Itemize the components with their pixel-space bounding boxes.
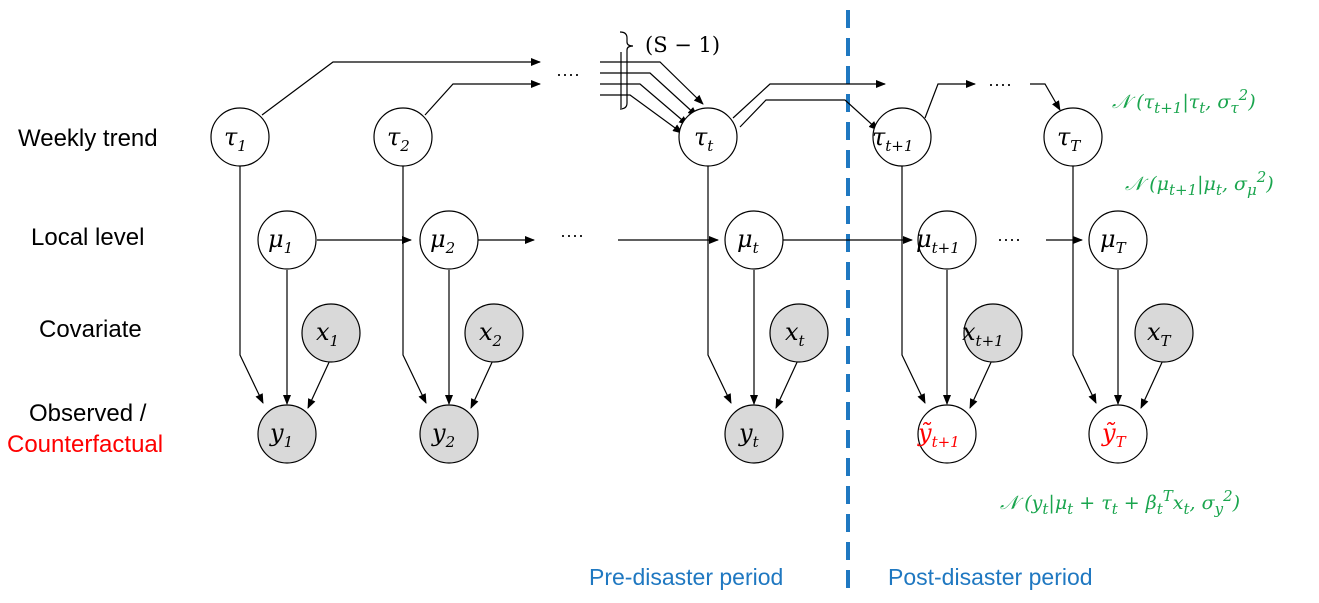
svg-text:μT: μT (1100, 225, 1127, 257)
edge-to-tauT (1030, 83, 1061, 111)
node-tau-2: τ2 (373, 107, 433, 167)
node-y-t: yt (724, 404, 784, 464)
formula-y: 𝒩 (yt|μt + τt + βtTxt, σy2) (1000, 487, 1240, 518)
svg-text:𝒩 (τt+1|τt, στ2): 𝒩 (τt+1|τt, στ2) (1112, 86, 1256, 117)
svg-text:y1: y1 (269, 419, 293, 451)
formula-tau: 𝒩 (τt+1|τt, στ2) (1112, 86, 1256, 117)
node-tau-1: τ1 (210, 107, 270, 167)
edge-taut-to-taut1 (739, 99, 879, 131)
edge-tauT-yT (1072, 165, 1097, 404)
row-label-counterfactual: Counterfactual (7, 431, 163, 458)
edge-tau2-y2 (402, 165, 427, 404)
svg-text:τ2: τ2 (387, 123, 410, 155)
svg-text:μ2: μ2 (430, 225, 455, 257)
node-tau-t: τt (678, 107, 738, 167)
row-label-observed: Observed / (29, 400, 147, 427)
edge-xt-yt (775, 357, 800, 409)
node-x-2: x2 (464, 303, 524, 363)
node-x-t1: xt+1 (962, 303, 1023, 363)
node-tau-T: τT (1043, 107, 1103, 167)
svg-text:yt: yt (738, 419, 760, 451)
edge-to-taut-4 (600, 94, 683, 134)
season-label: (S − 1) (645, 33, 720, 57)
formula-mu: 𝒩 (μt+1|μt, σμ2) (1125, 168, 1274, 199)
period-label-pre: Pre-disaster period (589, 564, 783, 590)
svg-text:ỹt+1: ỹt+1 (917, 419, 960, 451)
svg-text:xt+1: xt+1 (962, 318, 1004, 350)
node-mu-1: μ1 (257, 210, 317, 270)
edge-taut-yt (707, 165, 732, 404)
svg-text:𝒩 (yt|μt + τt + βtTxt, σy2): 𝒩 (yt|μt + τt + βtTxt, σy2) (1000, 487, 1240, 518)
node-mu-2: μ2 (419, 210, 479, 270)
svg-text:τt+1: τt+1 (872, 123, 913, 155)
period-label-post: Post-disaster period (888, 564, 1093, 590)
edge-to-taut-3 (600, 83, 689, 126)
node-y-1: y1 (257, 404, 317, 464)
edge-xt1-yt1 (969, 357, 994, 409)
edge-x1-y1 (307, 357, 332, 409)
edge-taut1-forward (924, 80, 976, 119)
node-tau-t1: τt+1 (872, 107, 932, 167)
svg-text:𝒩 (μt+1|μt, σμ2): 𝒩 (μt+1|μt, σμ2) (1125, 168, 1274, 199)
svg-text:μ1: μ1 (268, 225, 293, 257)
svg-text:μt: μt (737, 225, 760, 257)
seasonal-edges (261, 31, 1061, 134)
node-mu-T: μT (1088, 210, 1148, 270)
ellipsis-trend-pre: ···· (556, 64, 580, 84)
ellipsis-level-post: ···· (997, 229, 1021, 249)
node-mu-t: μt (724, 210, 784, 270)
edge-tau2-forward (424, 80, 541, 116)
svg-text:xt: xt (785, 318, 806, 350)
edge-taut1-yt1 (901, 165, 926, 404)
edge-xT-yT (1140, 357, 1165, 409)
svg-text:τ1: τ1 (224, 123, 247, 155)
edge-taut-forward (732, 80, 886, 119)
node-y-2: y2 (419, 404, 479, 464)
ellipsis-trend-post: ···· (988, 74, 1012, 94)
edge-to-taut-2 (600, 72, 698, 117)
edge-tau1-y1 (239, 165, 264, 404)
node-mu-t1: μt+1 (916, 210, 977, 270)
ellipsis-level-pre: ···· (560, 225, 584, 245)
node-x-T: xT (1134, 303, 1194, 363)
svg-text:x2: x2 (479, 318, 502, 350)
svg-text:τt: τt (694, 123, 714, 155)
node-y-counterfactual-t1: ỹt+1 (917, 404, 977, 464)
node-x-t: xt (769, 303, 829, 363)
svg-text:xT: xT (1147, 318, 1172, 350)
svg-text:x1: x1 (316, 318, 339, 350)
svg-text:τT: τT (1057, 123, 1081, 155)
season-brace (619, 31, 634, 110)
node-y-counterfactual-T: ỹT (1088, 404, 1148, 464)
svg-text:y2: y2 (431, 419, 455, 451)
edge-to-taut-1 (600, 61, 704, 105)
row-label-local-level: Local level (31, 224, 144, 251)
svg-text:ỹT: ỹT (1101, 419, 1127, 451)
row-label-covariate: Covariate (39, 316, 142, 343)
emission-edges (239, 165, 1165, 409)
row-label-weekly-trend: Weekly trend (18, 125, 158, 152)
svg-text:μt+1: μt+1 (916, 225, 960, 257)
node-x-1: x1 (301, 303, 361, 363)
edge-tau1-forward (261, 58, 541, 116)
edge-x2-y2 (470, 357, 495, 409)
